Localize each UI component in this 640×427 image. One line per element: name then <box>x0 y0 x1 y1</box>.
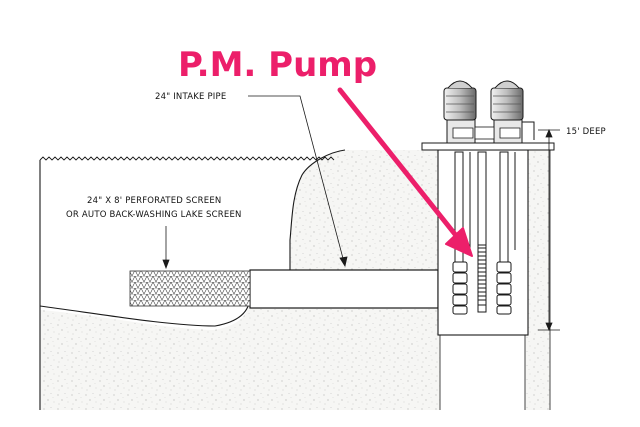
pump-columns <box>454 151 516 313</box>
pump-motors <box>443 80 535 144</box>
pump-stages <box>452 261 512 315</box>
diagram-title: P.M. Pump <box>178 45 377 85</box>
perforated-screen <box>129 270 251 307</box>
water-surface <box>39 156 335 161</box>
pump-deck <box>421 142 555 151</box>
intake-pipe-label: 24" INTAKE PIPE <box>155 92 226 102</box>
depth-dimension <box>538 128 560 332</box>
soil-section <box>40 143 550 410</box>
pm-pump-arrow <box>337 87 473 257</box>
depth-label: 15' DEEP <box>566 127 606 137</box>
screen-leader <box>162 226 170 270</box>
pm-pump-unit <box>477 244 487 306</box>
motor-right-icon <box>490 80 524 144</box>
lake-water <box>39 152 335 326</box>
screen-label-line1: 24" X 8' PERFORATED SCREEN <box>87 196 221 206</box>
intake-pipe <box>249 269 439 309</box>
motor-left-icon <box>443 80 477 144</box>
screen-label-line2: OR AUTO BACK-WASHING LAKE SCREEN <box>66 210 242 220</box>
intake-pipe-leader <box>248 95 348 268</box>
